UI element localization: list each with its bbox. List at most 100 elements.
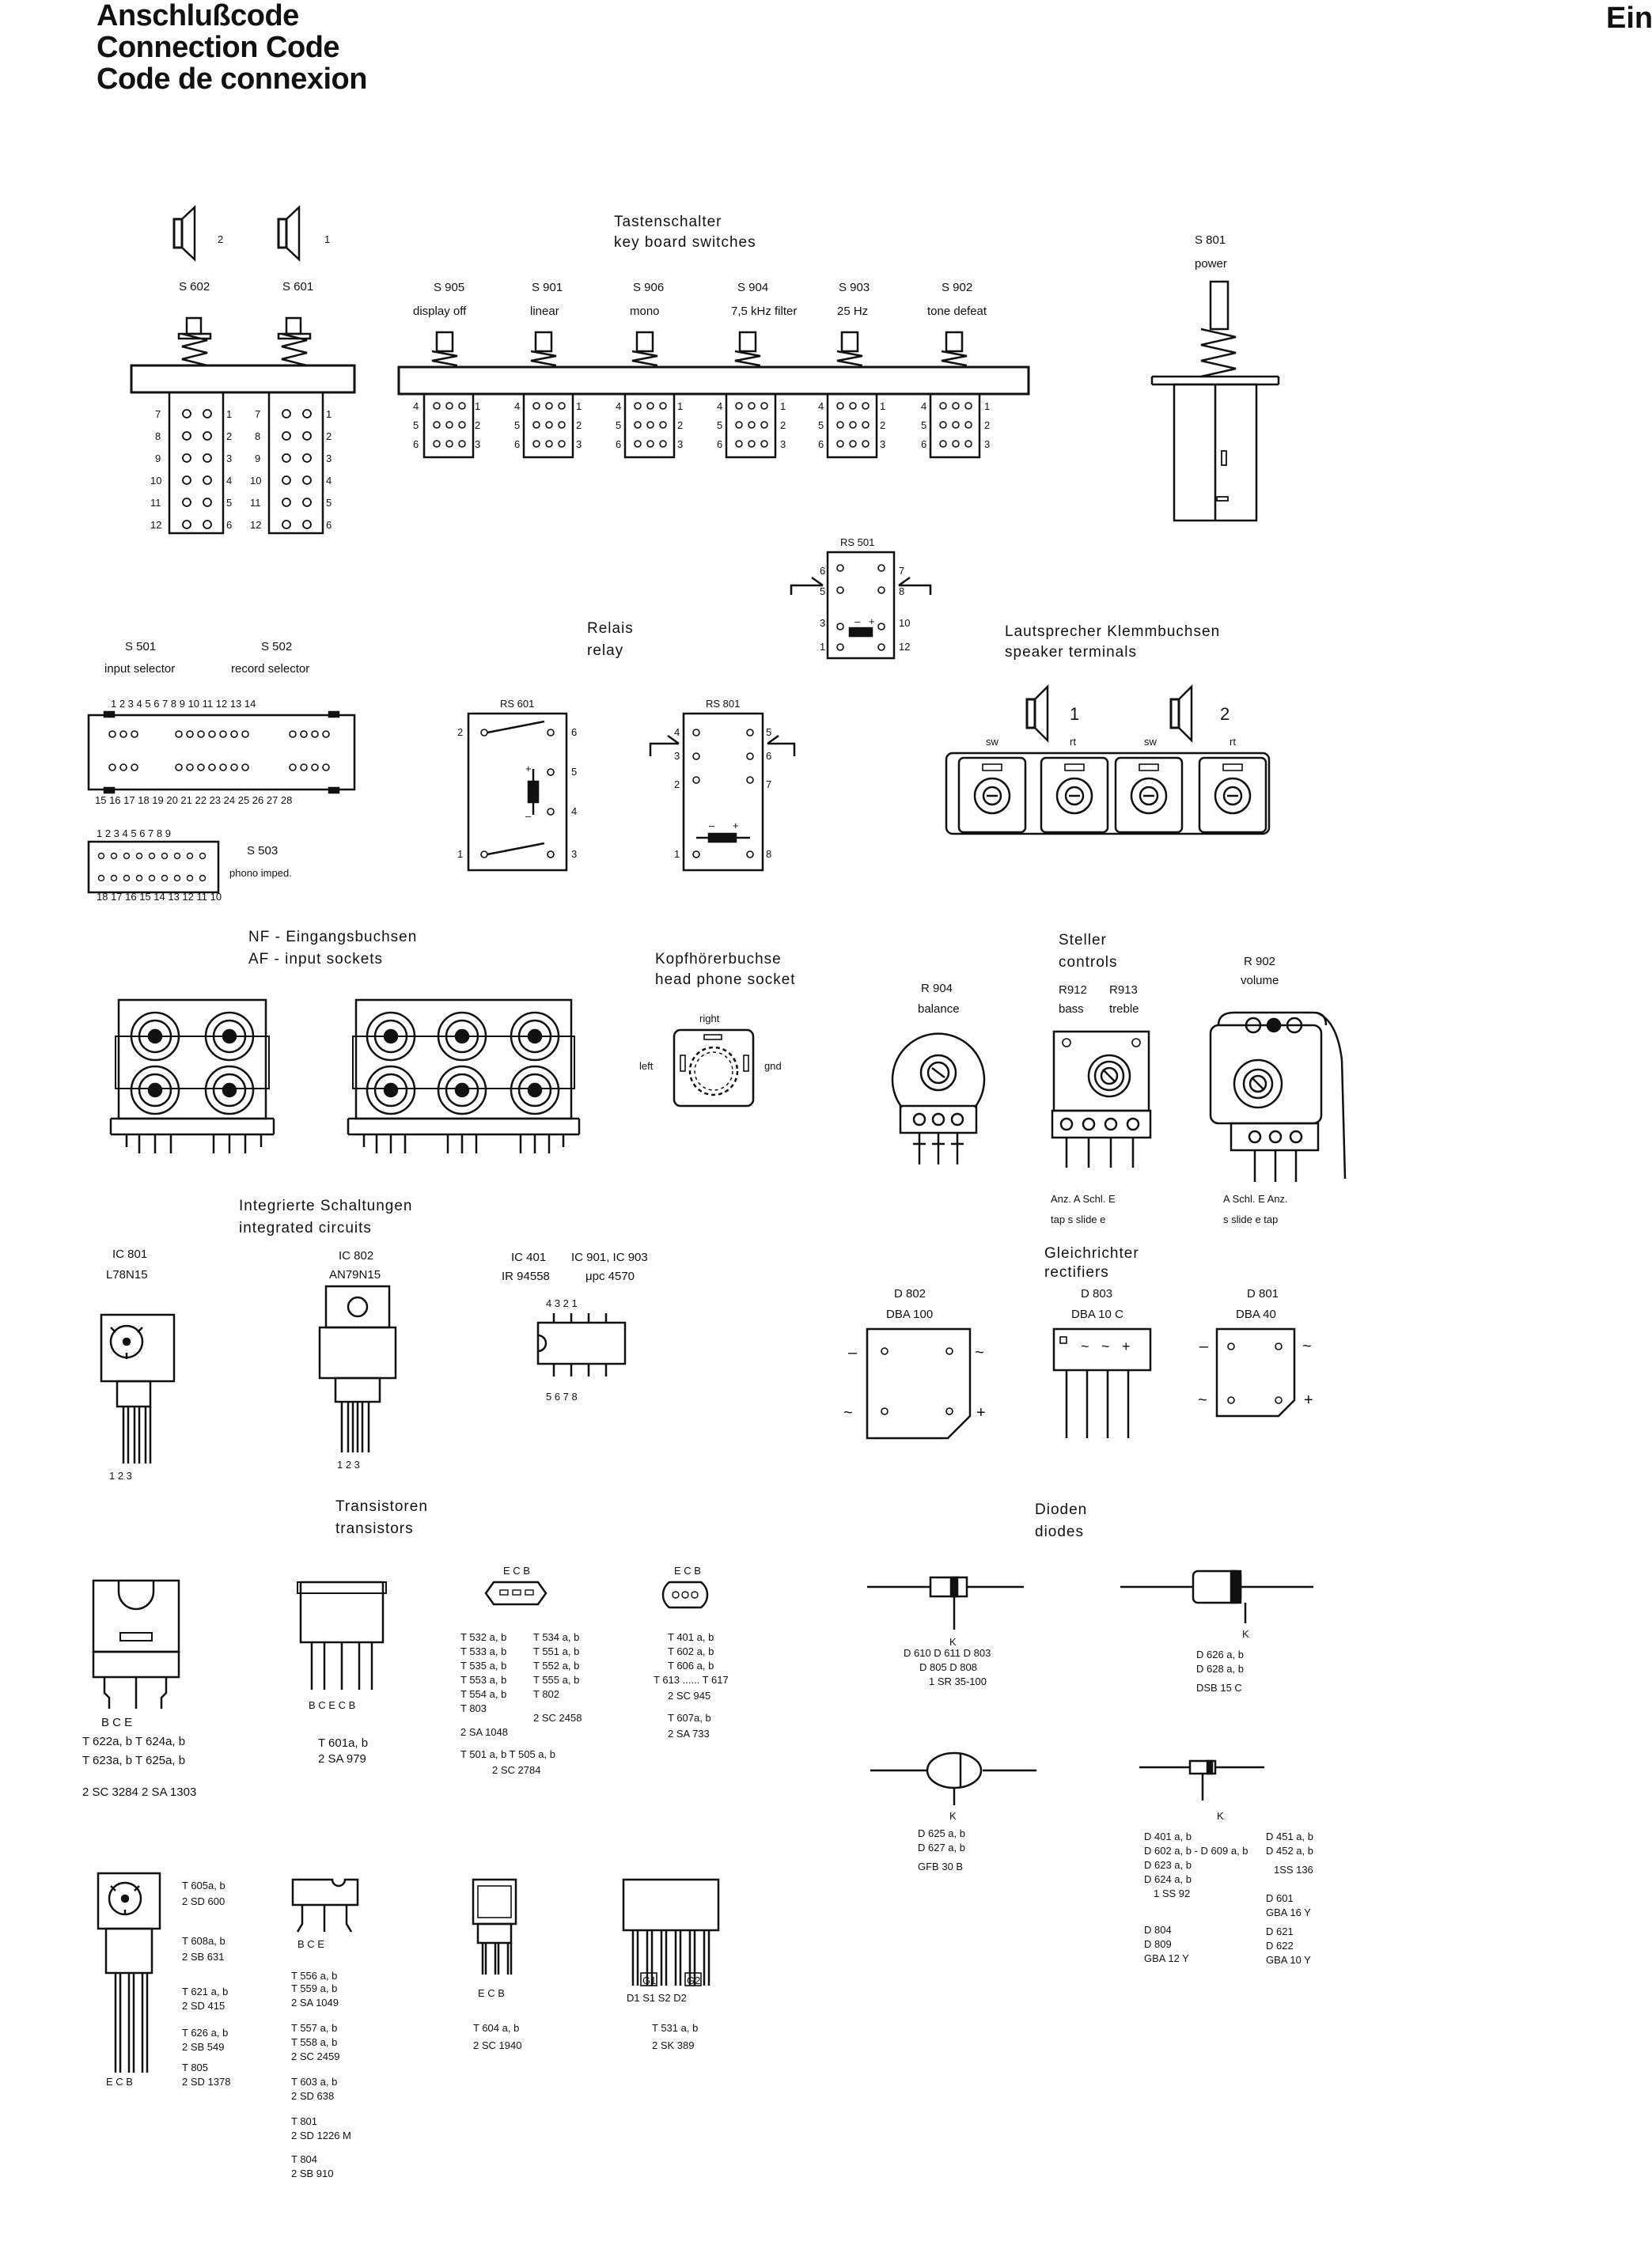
svg-text:3: 3 (576, 438, 582, 450)
tg5-12: T 805 (182, 2062, 208, 2073)
svg-text:7: 7 (766, 778, 771, 790)
tg8-g1: G1 (642, 1975, 656, 1986)
svg-text:12: 12 (899, 641, 910, 653)
d4-a1: D 602 a, b - D 609 a, b (1144, 1845, 1248, 1857)
svg-text:6: 6 (616, 438, 621, 450)
svg-text:5: 5 (514, 419, 520, 431)
tg6-4: T 557 a, b (291, 2022, 337, 2034)
ic-title-de: Integrierte Schaltungen (239, 1198, 412, 1214)
diodes-title-de: Dioden (1035, 1501, 1087, 1518)
tr-title-de: Transistoren (335, 1498, 428, 1515)
tg6-pins: B C E (297, 1938, 324, 1950)
ks-ref-s903: S 903 (839, 281, 870, 294)
tg1-pins: B C E (101, 1716, 132, 1729)
tg3-c1-5: T 803 (460, 1702, 487, 1714)
svg-text:4: 4 (717, 400, 722, 412)
svg-text:6: 6 (413, 438, 419, 450)
tg8-l2: 2 SK 389 (652, 2039, 695, 2051)
pins2-en: s slide e tap (1223, 1214, 1278, 1225)
d4-b7: D 621 (1266, 1925, 1294, 1937)
tg8-pins: D1 S1 S2 D2 (627, 1992, 687, 2004)
ic801-label: IC 801 (112, 1248, 147, 1261)
speaker-switch-s601: 1 S 601 (277, 205, 330, 293)
tg3-l2: 2 SC 2784 (492, 1764, 540, 1776)
s503-top-nums: 1 2 3 4 5 6 7 8 9 (97, 827, 171, 839)
title-de: Anschlußcode (97, 0, 299, 32)
svg-text:5: 5 (413, 419, 419, 431)
d2-l2: DSB 15 C (1196, 1682, 1242, 1694)
af-title-de: NF - Eingangsbuchsen (248, 929, 417, 945)
ks-fn-s904: 7,5 kHz filter (731, 305, 797, 318)
r913-label: R913 (1109, 983, 1138, 997)
svg-text:5: 5 (818, 419, 824, 431)
transistor-group-3: E C B T 532 a, bT 533 a, bT 535 a, bT 55… (460, 1565, 582, 1776)
svg-text:3: 3 (820, 617, 825, 629)
tg8-g2: G2 (687, 1975, 700, 1986)
svg-text:~: ~ (1101, 1339, 1110, 1354)
spk-term-title-de: Lautsprecher Klemmbuchsen (1005, 623, 1220, 640)
svg-text:8: 8 (766, 848, 771, 860)
svg-text:5: 5 (921, 419, 926, 431)
tg5-6: T 621 a, b (182, 1986, 228, 1997)
svg-text:6: 6 (514, 438, 520, 450)
svg-text:5: 5 (820, 585, 825, 597)
ic801-type: L78N15 (106, 1268, 148, 1282)
tg6-11: T 801 (291, 2115, 317, 2127)
svg-text:–: – (709, 820, 715, 831)
svg-text:7: 7 (155, 408, 161, 420)
keyboard-title-en: key board switches (614, 234, 756, 251)
transistor-group-2: B C E C B T 601a, b 2 SA 979 (297, 1581, 387, 1766)
d4-b1: D 452 a, b (1266, 1845, 1313, 1857)
s502-fn: record selector (231, 662, 309, 676)
d4-a8: GBA 12 Y (1144, 1952, 1189, 1964)
pins1-de: Anz. A Schl. E (1051, 1193, 1116, 1205)
tg4-2: T 606 a, b (668, 1660, 714, 1672)
transistor-group-1: B C E T 622a, b T 624a, b T 623a, b T 62… (82, 1579, 196, 1799)
tg5-4: 2 SB 631 (182, 1951, 225, 1963)
d4-a3: D 624 a, b (1144, 1873, 1192, 1885)
selector-switch-body (87, 710, 356, 794)
s602-label: S 602 (179, 280, 210, 293)
svg-text:8: 8 (155, 430, 161, 442)
ks-ref-s904: S 904 (737, 281, 768, 294)
d2-l1: D 628 a, b (1196, 1663, 1244, 1675)
d4-a7: D 809 (1144, 1938, 1172, 1950)
sel-top-nums: 1 2 3 4 5 6 7 8 9 10 11 12 13 14 (111, 698, 256, 710)
tg6-12: 2 SD 1226 M (291, 2130, 351, 2141)
transistor-group-4: E C B T 401 a, bT 602 a, bT 606 a, bT 61… (654, 1565, 729, 1740)
d4-k: K (1217, 1810, 1224, 1822)
tg3-c1-1: T 533 a, b (460, 1645, 506, 1657)
rs801-label: RS 801 (706, 698, 740, 710)
ic802-label: IC 802 (339, 1249, 373, 1263)
svg-text:4: 4 (413, 400, 419, 412)
d3-l2: GFB 30 B (918, 1861, 963, 1872)
svg-text:6: 6 (226, 519, 232, 531)
svg-text:–: – (854, 615, 861, 627)
tg3-c1-0: T 532 a, b (460, 1631, 506, 1643)
power-ref: S 801 (1195, 233, 1226, 247)
d4-b2: 1SS 136 (1274, 1864, 1313, 1876)
tg4-7: 2 SA 733 (668, 1728, 710, 1740)
d4-b4: D 601 (1266, 1892, 1294, 1904)
ic-title-en: integrated circuits (239, 1220, 372, 1236)
transistor-group-8: G1 G2 D1 S1 S2 D2 T 531 a, b 2 SK 389 (622, 1878, 720, 2051)
svg-text:5: 5 (717, 419, 722, 431)
svg-text:2: 2 (880, 419, 885, 431)
s501-label: S 501 (125, 640, 156, 653)
svg-text:2: 2 (780, 419, 786, 431)
tg4-6: T 607a, b (668, 1712, 711, 1724)
ic802-pins: 1 2 3 (337, 1459, 360, 1471)
svg-text:7: 7 (255, 408, 260, 420)
tg3-c1-4: T 554 a, b (460, 1688, 506, 1700)
tg3-l1: T 501 a, b T 505 a, b (460, 1748, 555, 1760)
ks-ref-s902: S 902 (942, 281, 972, 294)
svg-text:1: 1 (326, 408, 332, 420)
d1-l1: D 805 D 808 (919, 1661, 977, 1673)
d4-a0: D 401 a, b (1144, 1831, 1192, 1842)
svg-text:11: 11 (150, 497, 161, 509)
diodes-title-en: diodes (1035, 1524, 1084, 1540)
svg-text:2: 2 (576, 419, 582, 431)
svg-text:3: 3 (475, 438, 480, 450)
